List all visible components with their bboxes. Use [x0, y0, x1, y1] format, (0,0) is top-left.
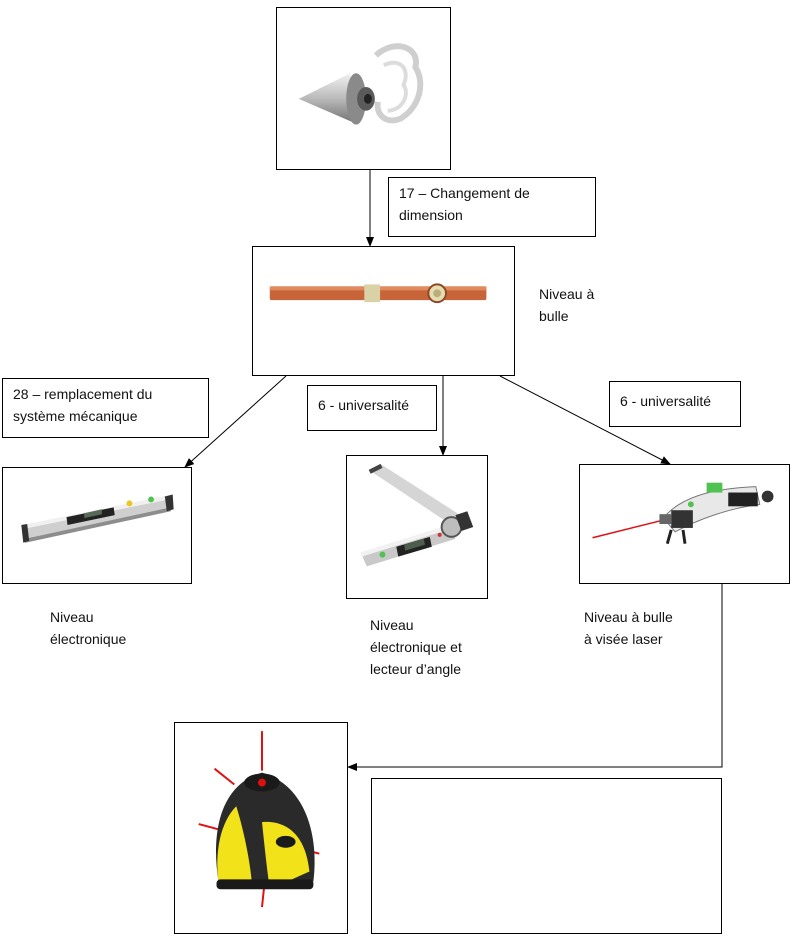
arrow-laser-to-cross-laser	[347, 584, 723, 771]
bubble-level-image-box	[252, 246, 515, 376]
label-bubble-level: Niveau à bulle	[539, 286, 595, 324]
laser-level-image	[592, 482, 774, 545]
arrow-label-6-right: 6 - universalité	[609, 381, 741, 427]
cross-laser-image	[198, 731, 320, 908]
empty-box	[371, 778, 722, 934]
label-laser-bubble-level: Niveau à bulle à visée laser	[584, 609, 673, 647]
plumb-bob-image-box	[276, 7, 451, 170]
electronic-level-image	[21, 494, 174, 543]
arrow-label-17: 17 – Changement de dimension	[388, 177, 596, 237]
laser-level-image-box	[579, 464, 790, 584]
plumb-bob-image	[298, 43, 424, 125]
angle-level-image-box	[346, 455, 488, 599]
angle-level-image	[360, 463, 474, 567]
bubble-level-image	[269, 283, 487, 304]
electronic-level-image-box	[2, 467, 192, 584]
label-electronic-angle: Niveau électronique et lecteur d’angle	[370, 617, 462, 677]
arrow-bubble-to-laser	[499, 375, 671, 465]
cross-laser-image-box	[174, 722, 348, 934]
arrow-label-28: 28 – remplacement du système mécanique	[2, 378, 209, 438]
label-electronic-level: Niveau électronique	[50, 609, 127, 647]
arrow-bubble-to-electronic	[184, 375, 287, 468]
arrow-label-6-middle: 6 - universalité	[307, 385, 437, 431]
